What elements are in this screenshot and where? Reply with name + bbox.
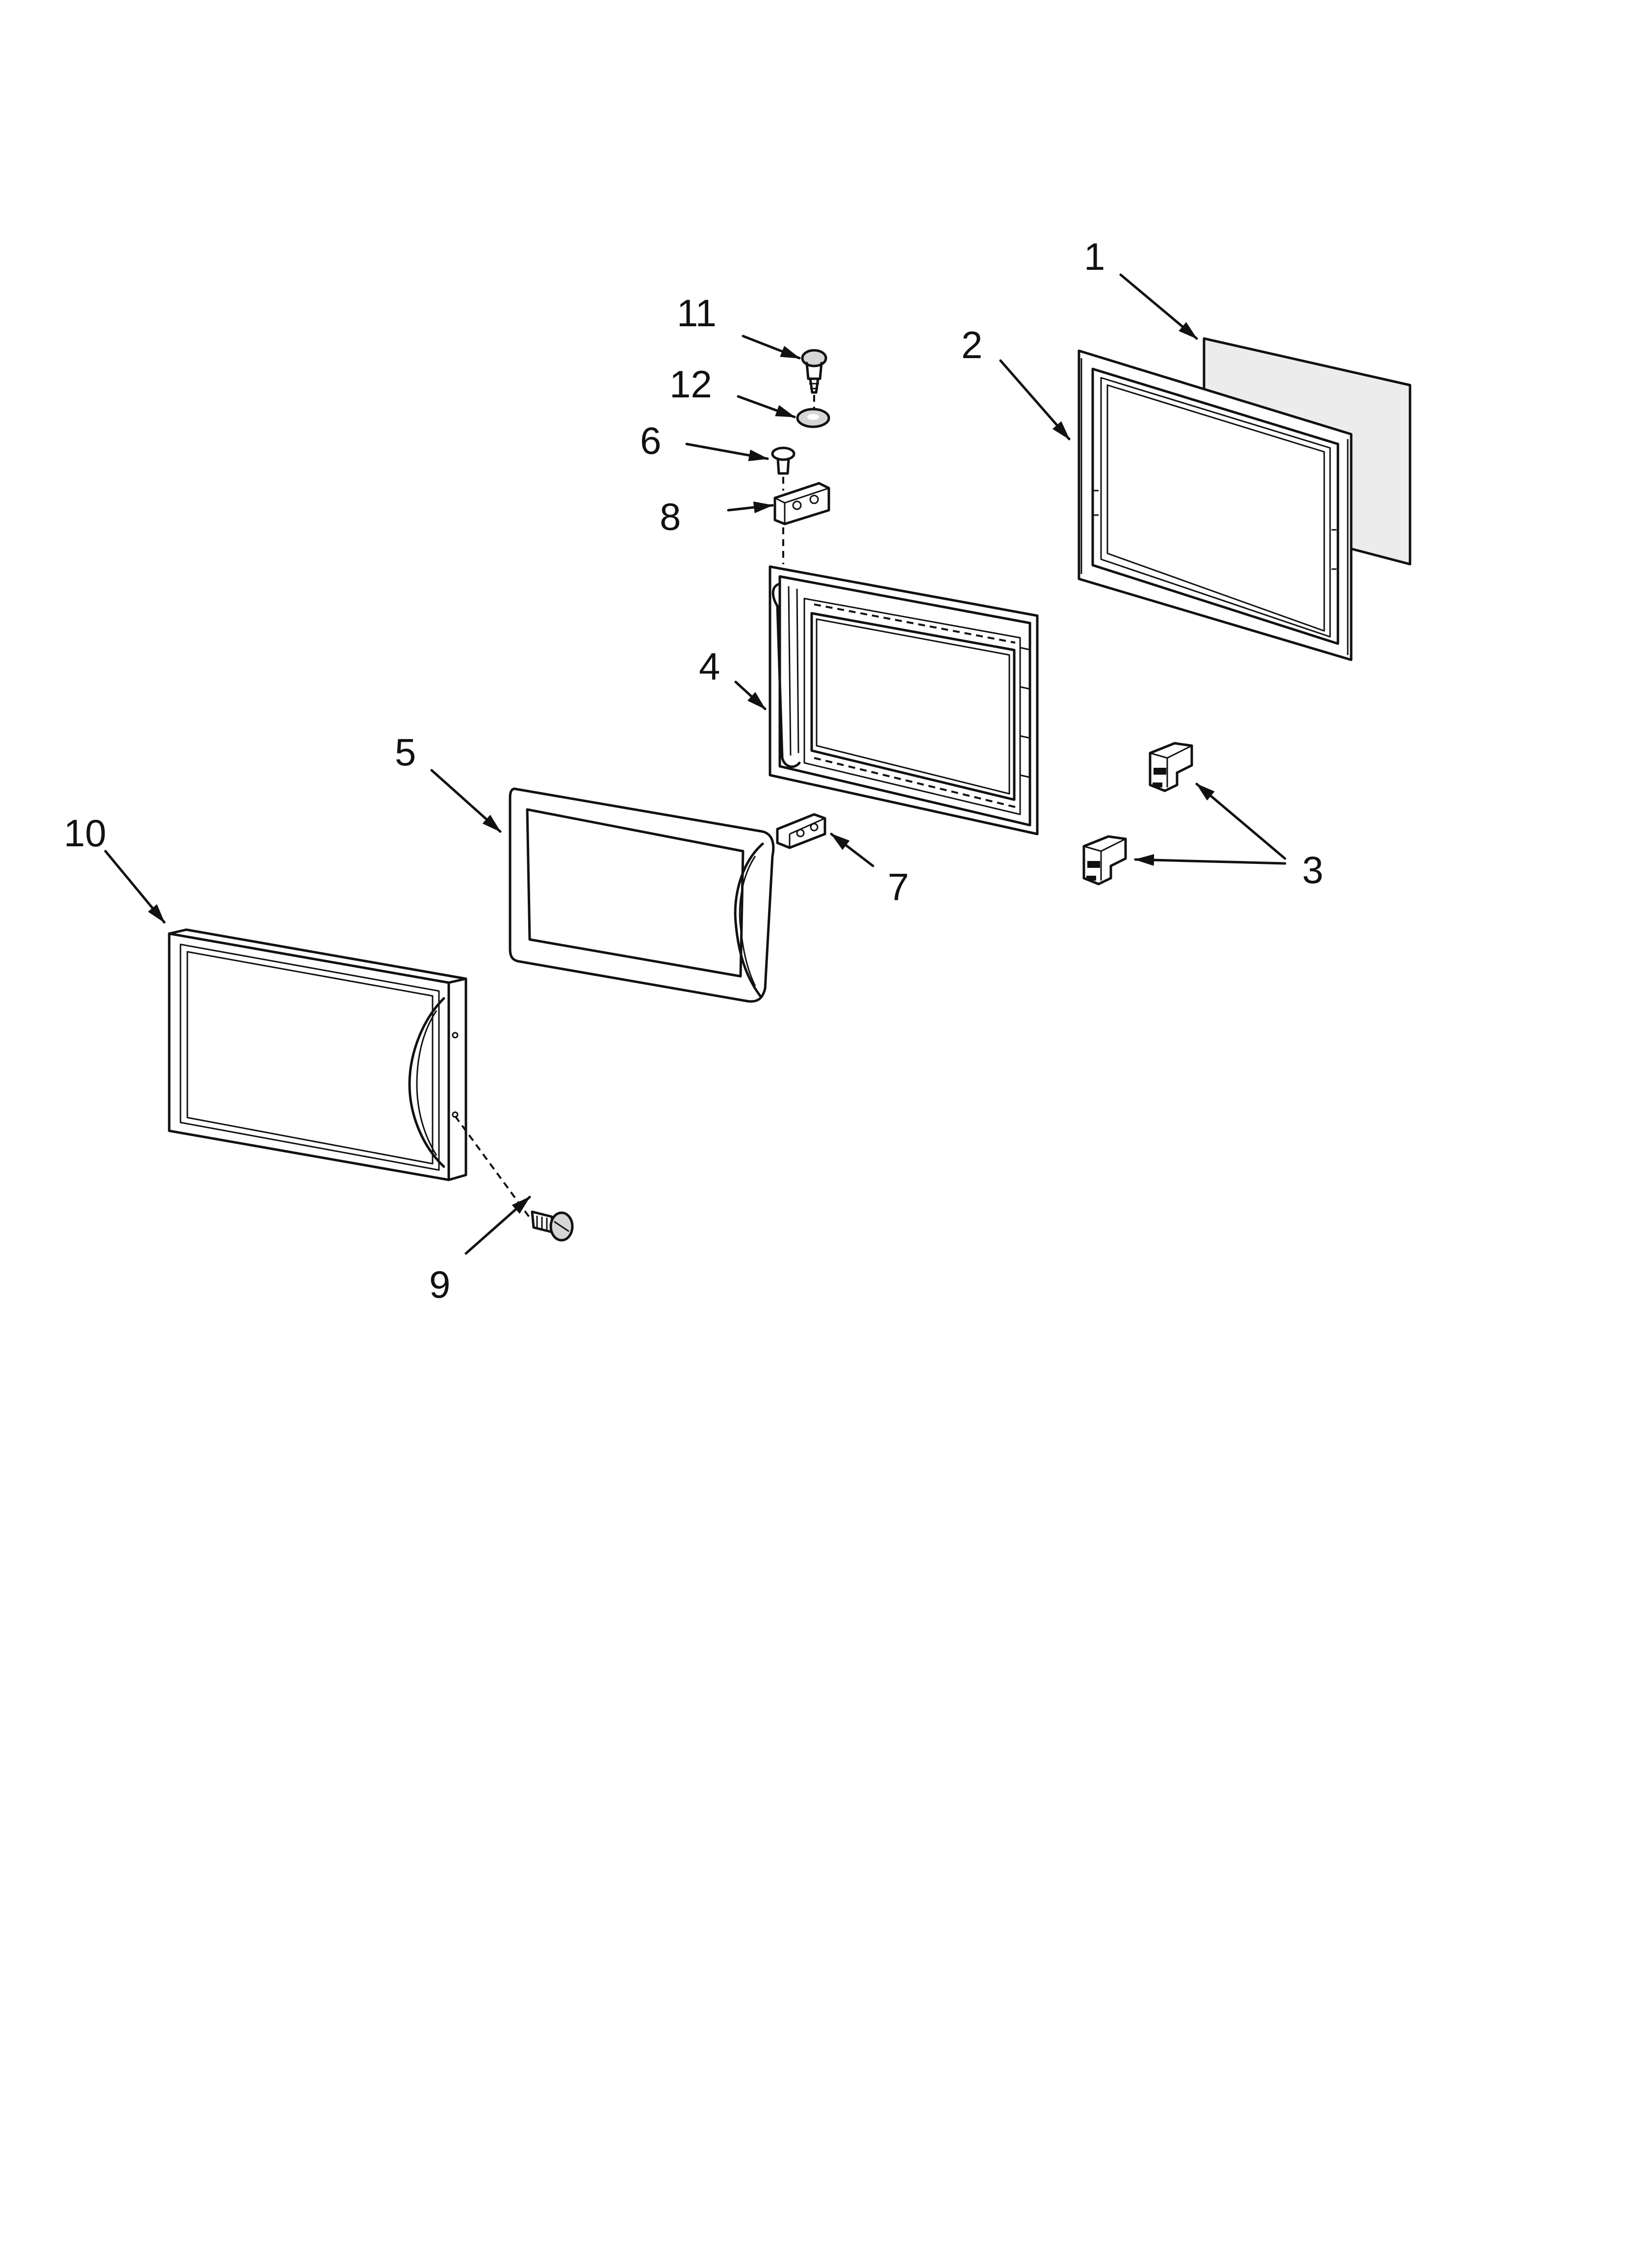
part-door-trim xyxy=(509,787,775,1003)
leader-4 xyxy=(734,680,767,710)
leader-2 xyxy=(999,359,1071,441)
callout-12: 12 xyxy=(669,363,712,406)
leader-arrows xyxy=(104,273,1286,1255)
part-washer xyxy=(796,408,830,428)
leader-6 xyxy=(685,443,769,462)
part-outer-door xyxy=(168,928,467,1181)
callout-9: 9 xyxy=(429,1263,450,1306)
callout-2: 2 xyxy=(961,323,982,366)
leader-9 xyxy=(464,1196,531,1255)
callout-5: 5 xyxy=(395,730,416,774)
leader-3a xyxy=(1195,782,1286,860)
leader-8 xyxy=(727,501,774,514)
leader-11 xyxy=(742,335,801,360)
part-screw-door xyxy=(531,1210,574,1242)
callout-10: 10 xyxy=(64,811,106,855)
callout-4: 4 xyxy=(699,645,720,688)
part-screw-top xyxy=(801,349,827,394)
leader-12 xyxy=(737,395,796,418)
part-hinge-lower xyxy=(776,813,826,849)
part-pin xyxy=(771,446,795,475)
leader-5 xyxy=(430,769,502,833)
callout-11: 11 xyxy=(677,291,717,335)
callout-3: 3 xyxy=(1302,848,1323,891)
leader-10 xyxy=(104,850,166,924)
part-inner-door-frame xyxy=(769,565,1039,835)
part-latch-lower xyxy=(1082,835,1127,886)
callout-labels: 1 2 3 4 5 6 7 8 9 10 11 12 xyxy=(64,235,1323,1306)
callout-8: 8 xyxy=(660,495,681,538)
assembly-guide-lines xyxy=(454,395,815,1219)
callout-7: 7 xyxy=(888,865,909,909)
leader-3b xyxy=(1134,854,1286,866)
callout-6: 6 xyxy=(640,419,661,462)
callout-1: 1 xyxy=(1084,235,1105,278)
part-latch-upper xyxy=(1149,742,1193,792)
leader-7 xyxy=(830,833,874,867)
leader-1 xyxy=(1119,273,1198,340)
part-hinge-upper xyxy=(773,482,830,525)
part-choke-frame xyxy=(1078,349,1353,661)
